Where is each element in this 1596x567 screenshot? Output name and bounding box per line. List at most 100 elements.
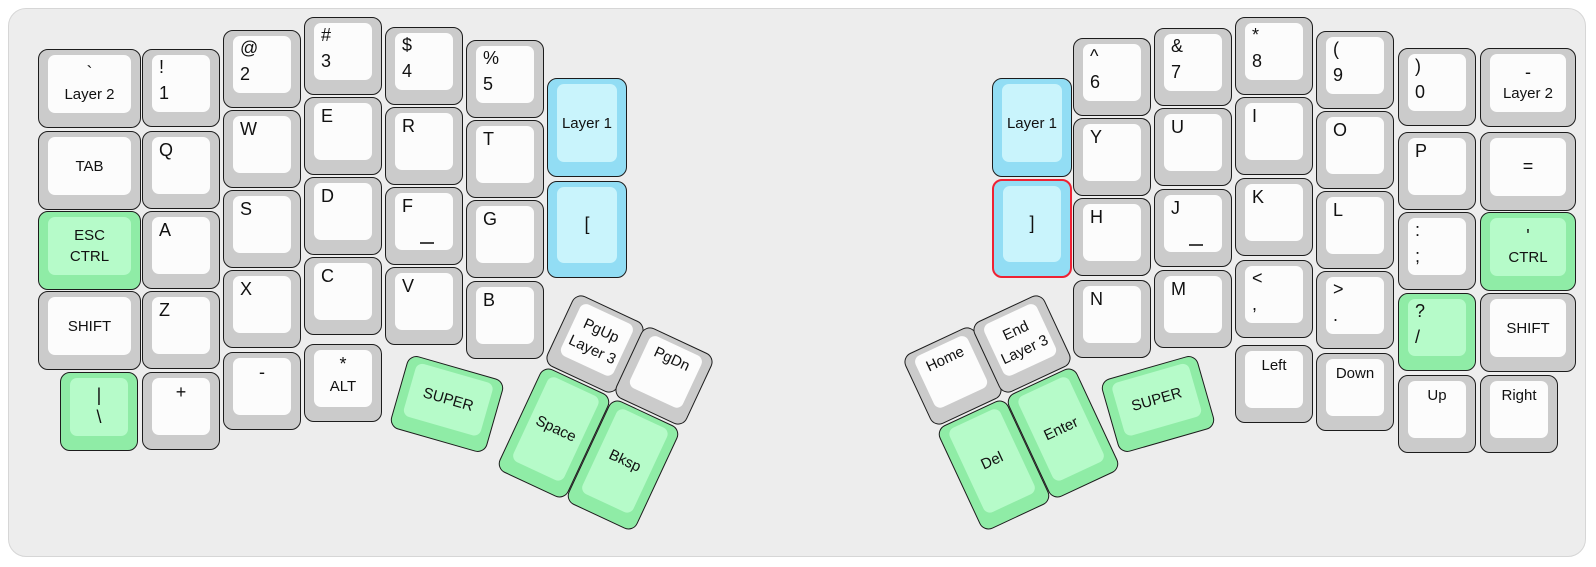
key-plus[interactable]: +: [142, 372, 220, 450]
key-label: =: [1522, 156, 1534, 177]
key-a[interactable]: A: [142, 211, 220, 289]
key-layer1-right[interactable]: Layer 1: [992, 78, 1072, 177]
key-super-left[interactable]: SUPER: [388, 353, 506, 455]
key-m[interactable]: M: [1154, 270, 1232, 348]
keycap-top: B: [476, 287, 534, 344]
key-u[interactable]: U: [1154, 108, 1232, 186]
key-dollar-4[interactable]: $4: [385, 27, 463, 105]
key-o[interactable]: O: [1316, 111, 1394, 189]
key-lt-comma[interactable]: <,: [1235, 260, 1313, 338]
key-label: Left: [1261, 357, 1287, 374]
key-t[interactable]: T: [466, 120, 544, 198]
key-s[interactable]: S: [223, 190, 301, 268]
key-x[interactable]: X: [223, 270, 301, 348]
key-amp-7[interactable]: &7: [1154, 28, 1232, 106]
key-hash-3[interactable]: #3: [304, 17, 382, 95]
keycap-top: S: [233, 196, 291, 253]
key-label: G: [483, 209, 498, 229]
key-asterisk-alt[interactable]: *ALT: [304, 344, 382, 422]
key-quote-ctrl[interactable]: 'CTRL: [1480, 212, 1576, 291]
key-f[interactable]: F: [385, 187, 463, 265]
key-lparen-9[interactable]: (9: [1316, 31, 1394, 109]
key-g[interactable]: G: [466, 200, 544, 278]
key-layer1-left[interactable]: Layer 1: [547, 78, 627, 177]
key-v[interactable]: V: [385, 267, 463, 345]
key-b[interactable]: B: [466, 281, 544, 359]
key-arrow-up[interactable]: Up: [1398, 375, 1476, 453]
key-p[interactable]: P: [1398, 132, 1476, 210]
key-q[interactable]: Q: [142, 131, 220, 209]
keycap-top: Z: [152, 297, 210, 354]
key-label: SHIFT: [67, 317, 112, 335]
key-at-2[interactable]: @2: [223, 30, 301, 108]
key-asterisk-8[interactable]: *8: [1235, 17, 1313, 95]
keycap-top: F: [395, 193, 453, 250]
key-label: ): [1415, 56, 1421, 76]
key-minus[interactable]: -: [223, 352, 301, 430]
key-layer2-right[interactable]: -Layer 2: [1480, 48, 1576, 127]
key-e[interactable]: E: [304, 97, 382, 175]
keycap-top: I: [1245, 103, 1303, 160]
key-label: 2: [240, 64, 251, 85]
key-label: 0: [1415, 82, 1426, 103]
key-exclam-1[interactable]: !1: [142, 49, 220, 127]
key-label: *: [339, 354, 347, 374]
key-question-slash[interactable]: ?/: [1398, 293, 1476, 371]
key-arrow-left[interactable]: Left: [1235, 345, 1313, 423]
key-y[interactable]: Y: [1073, 118, 1151, 196]
key-colon-semicolon[interactable]: :;: [1398, 212, 1476, 290]
key-right-bracket[interactable]: ]: [992, 179, 1072, 278]
key-j[interactable]: J: [1154, 189, 1232, 267]
keycap-top: Layer 1: [557, 84, 617, 162]
keycap-top: Home: [912, 333, 990, 411]
key-d[interactable]: D: [304, 177, 382, 255]
key-label: <: [1252, 268, 1263, 288]
key-label: Layer 2: [1502, 85, 1554, 103]
key-l[interactable]: L: [1316, 191, 1394, 269]
key-percent-5[interactable]: %5: [466, 40, 544, 118]
keycap-top: ?/: [1408, 299, 1466, 356]
key-label: J: [1171, 198, 1180, 218]
key-shift-left[interactable]: SHIFT: [38, 291, 141, 370]
keycap-top: :;: [1408, 218, 1466, 275]
key-label: SUPER: [421, 384, 476, 415]
key-c[interactable]: C: [304, 257, 382, 335]
key-left-bracket[interactable]: [: [547, 181, 627, 278]
keycap-top: >.: [1326, 277, 1384, 334]
key-layer2-left[interactable]: `Layer 2: [38, 49, 141, 128]
keycap-top: )0: [1408, 54, 1466, 111]
key-z[interactable]: Z: [142, 291, 220, 369]
key-w[interactable]: W: [223, 110, 301, 188]
key-pipe-backslash[interactable]: |\: [60, 372, 138, 451]
key-label: ]: [1029, 213, 1035, 234]
key-shift-right[interactable]: SHIFT: [1480, 293, 1576, 372]
keycap-top: ]: [1003, 186, 1061, 262]
key-n[interactable]: N: [1073, 280, 1151, 358]
key-arrow-right[interactable]: Right: [1480, 375, 1558, 453]
key-caret-6[interactable]: ^6: [1073, 38, 1151, 116]
keycap-top: +: [152, 378, 210, 435]
homing-bump: [1189, 244, 1203, 246]
key-tab[interactable]: TAB: [38, 131, 141, 210]
key-r[interactable]: R: [385, 107, 463, 185]
key-k[interactable]: K: [1235, 178, 1313, 256]
key-gt-period[interactable]: >.: [1316, 271, 1394, 349]
key-super-right[interactable]: SUPER: [1099, 353, 1217, 455]
key-arrow-down[interactable]: Down: [1316, 353, 1394, 431]
keycap-top: -Layer 2: [1490, 54, 1566, 112]
key-h[interactable]: H: [1073, 198, 1151, 276]
keycap-top: (9: [1326, 37, 1384, 94]
key-label: (: [1333, 39, 1339, 59]
keycap-top: M: [1164, 276, 1222, 333]
keycap-top: <,: [1245, 266, 1303, 323]
key-label: Del: [978, 448, 1006, 474]
keycap-top: &7: [1164, 34, 1222, 91]
key-label: D: [321, 186, 334, 206]
key-rparen-0[interactable]: )0: [1398, 48, 1476, 126]
key-label: P: [1415, 141, 1428, 161]
key-equals[interactable]: =: [1480, 132, 1576, 211]
key-i[interactable]: I: [1235, 97, 1313, 175]
